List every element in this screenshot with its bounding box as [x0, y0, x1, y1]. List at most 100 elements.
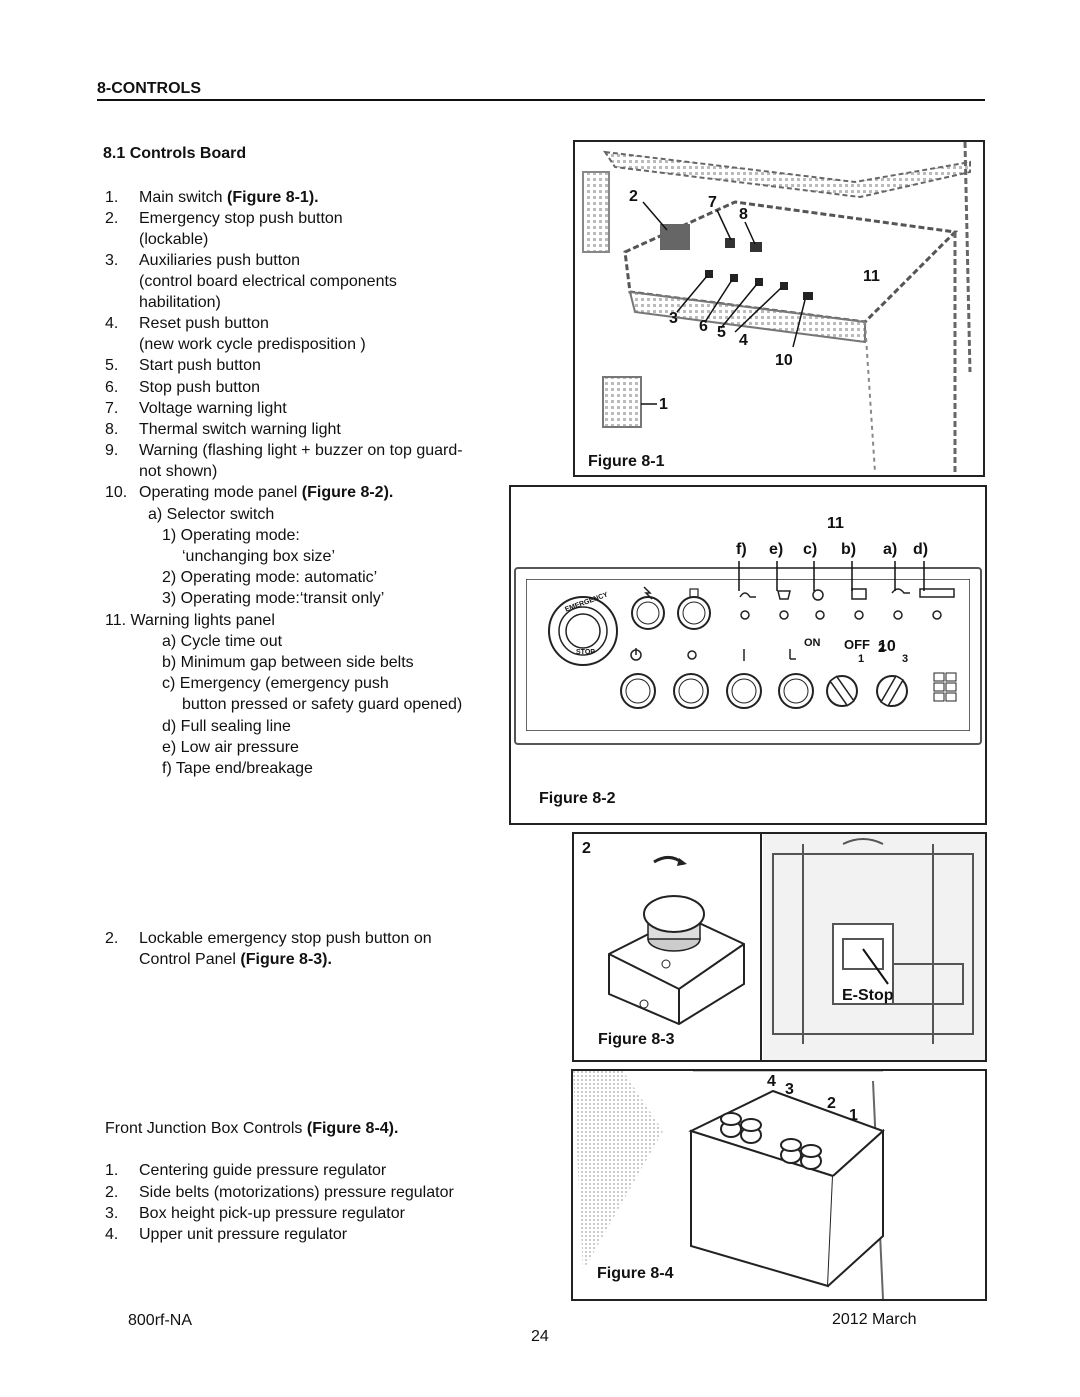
sub-item: d) Full sealing line	[162, 718, 291, 735]
callout-label: 3	[669, 310, 678, 327]
figure-caption: Figure 8-4	[597, 1265, 674, 1282]
list-item-number: 3.	[105, 1205, 119, 1222]
estop-callout: E-Stop	[842, 987, 894, 1004]
page-number: 24	[531, 1328, 549, 1345]
emergency-stop-button-illustration	[608, 856, 745, 1026]
figure-8-1: 2 7 8 11 3 6 5 4 10 1 Figure 8-1	[573, 140, 985, 477]
subsection-title: 8.1 Controls Board	[103, 145, 247, 162]
sub-item: 3) Operating mode:‘transit only’	[162, 590, 385, 607]
list-item-text: Centering guide pressure regulator	[139, 1162, 387, 1179]
callout-label: 7	[708, 194, 717, 211]
section-divider	[97, 99, 985, 101]
list-item-number: 4.	[105, 1226, 119, 1243]
callout-label: 2	[582, 840, 591, 857]
list-item-text: Emergency stop push button	[139, 210, 343, 227]
list-item-text: Thermal switch warning light	[139, 421, 341, 438]
list-item-text: Upper unit pressure regulator	[139, 1226, 348, 1243]
list-item-text: habilitation)	[139, 294, 221, 311]
list-item-text: Start push button	[139, 357, 261, 374]
document-code: 800rf-NA	[128, 1312, 193, 1329]
operating-panel-illustration	[526, 579, 970, 731]
figure-8-4: 4 3 2 1 Figure 8-4	[571, 1069, 987, 1301]
letter-label: f)	[736, 541, 747, 558]
operating-panel: ON OFF 1 2 3 EMERGENCY STOP	[514, 567, 982, 745]
list-item: 3.	[105, 252, 119, 269]
list-item-text: Lockable emergency stop push button on	[139, 930, 432, 947]
sub-item: 1) Operating mode:	[162, 527, 300, 544]
switch-on-label: ON	[804, 637, 821, 649]
mode-panel-label: 10	[878, 638, 896, 655]
list-item-text: Box height pick-up pressure regulator	[139, 1205, 405, 1222]
list-item-text: not shown)	[139, 463, 218, 480]
list-item-number: 1.	[105, 1162, 119, 1179]
list-item: 6.	[105, 379, 119, 396]
estop-ring-label: STOP	[576, 649, 595, 656]
list-item-text: Warning (flashing light + buzzer on top …	[139, 442, 463, 459]
switch-off-label: OFF	[844, 637, 870, 652]
letter-label: a)	[883, 541, 898, 558]
callout-label: 2	[629, 188, 638, 205]
document-date: 2012 March	[832, 1311, 917, 1328]
sub-item: b) Minimum gap between side belts	[162, 654, 414, 671]
callout-label: 5	[717, 324, 726, 341]
list-item: 8.	[105, 421, 119, 438]
controls-list: 1. Main switch (Figure 8-1). 2. Emergenc…	[0, 0, 520, 800]
list-item-number: 2.	[105, 1184, 119, 1201]
callout-label: 6	[699, 318, 708, 335]
list-item-text: (control board electrical components	[139, 273, 397, 290]
figure-caption: Figure 8-2	[539, 790, 616, 807]
callout-label: 8	[739, 206, 748, 223]
list-item: 4.	[105, 315, 119, 332]
warning-panel-label: 11	[827, 515, 844, 532]
callout-leaders	[738, 561, 925, 591]
list-item-text: Reset push button	[139, 315, 269, 332]
control-board-illustration	[582, 142, 972, 473]
sub-item: e) Low air pressure	[162, 739, 299, 756]
list-item-text: Side belts (motorizations) pressure regu…	[139, 1184, 454, 1201]
section-title: 8-CONTROLS	[97, 80, 201, 97]
list-item: 5.	[105, 357, 119, 374]
callout-label: 10	[775, 352, 793, 369]
list-item-text: Main switch (Figure 8-1).	[139, 189, 319, 206]
panel-divider	[760, 834, 762, 1060]
list-item: 7.	[105, 400, 119, 417]
list-item-text: Operating mode panel (Figure 8-2).	[139, 484, 394, 501]
estop-list: 2. Lockable emergency stop push button o…	[0, 0, 520, 980]
list-item: 1.	[105, 189, 119, 206]
list-item-text: (lockable)	[139, 231, 209, 248]
callout-label: 1	[659, 396, 668, 413]
junction-box-illustration	[573, 1071, 885, 1299]
selector-pos-label: 3	[902, 653, 909, 665]
sub-item: button pressed or safety guard opened)	[182, 696, 463, 713]
sub-item: 2) Operating mode: automatic’	[162, 569, 378, 586]
junction-box-list: Front Junction Box Controls (Figure 8-4)…	[0, 0, 520, 1250]
list-item-text: Voltage warning light	[139, 400, 287, 417]
letter-label: e)	[769, 541, 784, 558]
callout-label: 4	[739, 332, 748, 349]
sub-item: a) Selector switch	[148, 506, 275, 523]
list-item-number: 2.	[105, 930, 119, 947]
callout-label: 11	[863, 268, 880, 285]
sub-item: c) Emergency (emergency push	[162, 675, 389, 692]
sub-item: ‘unchanging box size’	[182, 548, 335, 565]
list-item: 10.	[105, 484, 128, 501]
selector-pos-label: 1	[858, 653, 865, 665]
figure-8-3: 2 E-Stop Figure 8-3	[572, 832, 987, 1062]
list-item-text: Control Panel (Figure 8-3).	[139, 951, 332, 968]
callout-label: 1	[849, 1107, 858, 1124]
list-item-text: (new work cycle predisposition )	[139, 336, 366, 353]
selector-pos-label: 2	[878, 640, 886, 655]
list-item-text: Stop push button	[139, 379, 260, 396]
figure-caption: Figure 8-3	[598, 1031, 675, 1048]
figure-8-2: 11 f) e) c) b) a) d)	[509, 485, 987, 825]
sub-item: f) Tape end/breakage	[162, 760, 313, 777]
callout-label: 2	[827, 1095, 836, 1112]
list-item: 9.	[105, 442, 119, 459]
machine-photo-illustration	[763, 834, 985, 1060]
list-item: 2.	[105, 210, 119, 227]
sub-item: a) Cycle time out	[162, 633, 283, 650]
letter-label: c)	[803, 541, 818, 558]
callout-label: 4	[767, 1073, 776, 1090]
letter-label: d)	[913, 541, 929, 558]
figure-caption: Figure 8-1	[588, 453, 665, 470]
